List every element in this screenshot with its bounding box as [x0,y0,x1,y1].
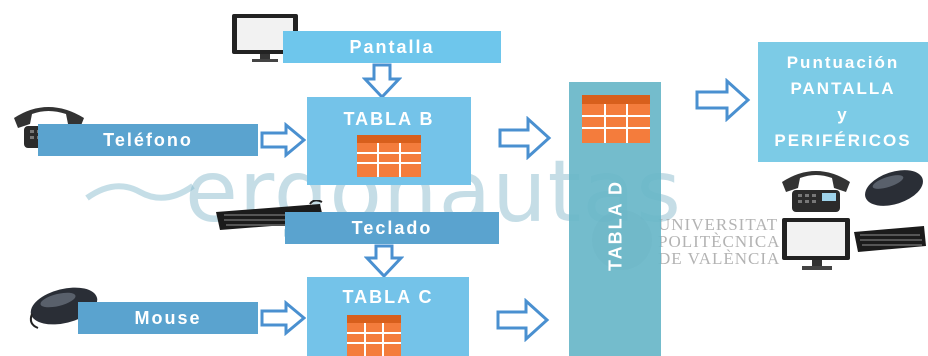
mouse-box: Mouse [78,302,258,334]
watermark-wave-icon [85,183,195,201]
mouse-icon [865,170,923,206]
arrow-right-icon [498,116,552,160]
telephone-icon [782,171,850,212]
result-line-3: y [837,105,849,124]
arrow-right-icon [260,122,306,158]
pantalla-label: Pantalla [349,36,435,57]
pantalla-box: Pantalla [283,31,501,63]
result-line-4: PERIFÉRICOS [774,131,912,150]
teclado-box: Teclado [285,212,499,244]
tabla-c-label: TABLA C [342,287,434,307]
monitor-icon [782,218,850,270]
arrow-right-icon [695,78,751,122]
tabla-d-label: TABLA D [605,180,626,271]
result-line-2: PANTALLA [790,79,896,98]
table-icon [582,95,650,143]
university-watermark: UNIVERSITAT POLITÈCNICA DE VALÈNCIA [658,215,781,268]
arrow-down-icon [364,244,404,278]
teclado-label: Teclado [351,217,433,238]
table-icon [347,315,401,356]
telefono-box: Teléfono [38,124,258,156]
tabla-b-label: TABLA B [343,109,435,129]
mouse-label: Mouse [134,307,202,328]
keyboard-icon [854,226,926,252]
arrow-right-icon [496,298,550,342]
table-icon [357,135,421,177]
telefono-label: Teléfono [103,129,193,150]
arrow-right-icon [260,300,306,336]
arrow-down-icon [362,63,402,99]
result-line-1: Puntuación [786,53,900,72]
monitor-icon [232,14,298,62]
result-box: Puntuación PANTALLA y PERIFÉRICOS [758,42,928,162]
